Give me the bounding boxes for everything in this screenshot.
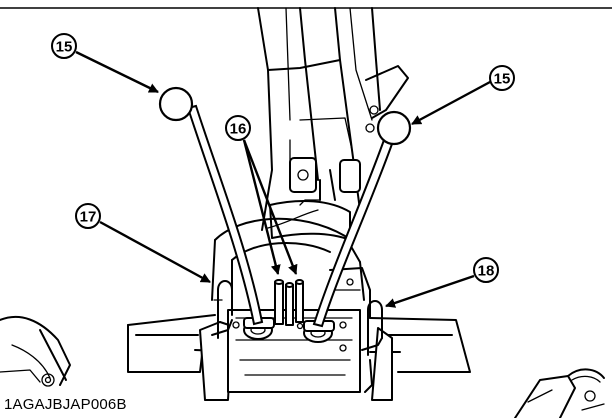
- svg-text:18: 18: [478, 263, 495, 280]
- lower-left-detail: [0, 315, 71, 387]
- right-lock-pin: [361, 300, 383, 393]
- figure-code: 1AGAJBJAP006B: [4, 396, 127, 413]
- callout-18: 18: [473, 257, 499, 283]
- left-lever-knob: [158, 86, 194, 122]
- svg-text:17: 17: [80, 209, 97, 226]
- right-lever-knob: [376, 110, 412, 146]
- left-lock-pin: [211, 280, 233, 339]
- svg-text:16: 16: [230, 121, 247, 138]
- lower-right-detail: [514, 368, 605, 418]
- right-control-lever: [312, 110, 412, 328]
- control-console: [127, 217, 471, 401]
- callout-arrow-right-lever: [411, 80, 491, 126]
- callout-15-right: 15: [489, 65, 515, 91]
- control-pins: [274, 279, 304, 326]
- callout-arrow-left-lock: [99, 220, 211, 284]
- callout-16: 16: [225, 115, 251, 141]
- svg-text:15: 15: [494, 71, 511, 88]
- svg-text:15: 15: [56, 39, 73, 56]
- left-control-lever: [158, 86, 264, 326]
- callout-arrow-left-lever: [75, 50, 159, 94]
- callout-15-left: 15: [51, 33, 77, 59]
- callout-arrow-pin-b: [242, 139, 298, 275]
- callout-arrow-right-lock: [385, 274, 475, 308]
- callout-17: 17: [75, 203, 101, 229]
- callout-arrow-pin-a: [242, 139, 281, 275]
